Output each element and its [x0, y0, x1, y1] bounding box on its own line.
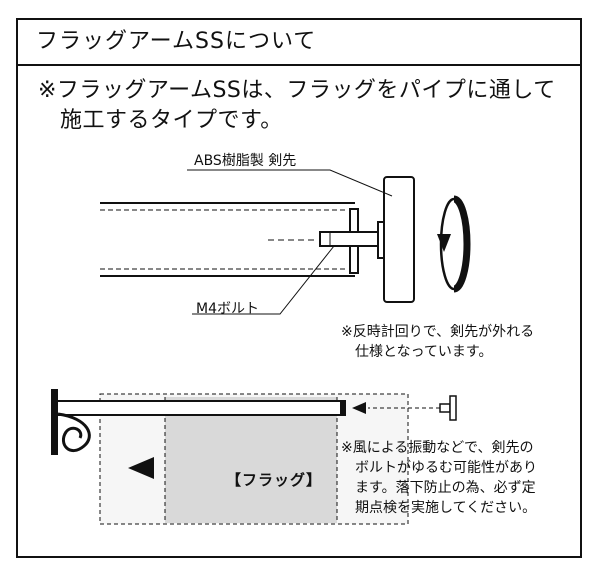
arm-end-cap [340, 401, 346, 415]
pipe-detail [100, 169, 415, 315]
wind-note-line-2: ボルトがゆるむ可能性があり [355, 460, 537, 476]
lead-line-1: ※フラッグアームSSは、フラッグをパイプに通して [38, 78, 556, 103]
flag-panel [165, 397, 337, 523]
flag-label: 【フラッグ】 [226, 471, 323, 489]
abs-tip-label: ABS樹脂製 剣先 [194, 153, 297, 169]
title-divider [18, 64, 580, 66]
insert-arrow-icon [352, 402, 366, 414]
tip-small-icon [449, 395, 457, 421]
direction-triangle-icon [128, 457, 154, 479]
rotation-note-line-2: 仕様となっています。 [355, 344, 493, 360]
flag-assembly [51, 389, 457, 525]
lead-text: ※フラッグアームSSは、フラッグをパイプに通して 施工するタイプです。 [38, 76, 578, 136]
wall-mount-plate [51, 389, 58, 455]
lead-line-2: 施工するタイプです。 [60, 108, 283, 133]
rotation-note: ※反時計回りで、剣先が外れる 仕様となっています。 [341, 322, 534, 362]
rotation-note-line-1: ※反時計回りで、剣先が外れる [341, 324, 535, 340]
wind-note: ※風による振動などで、剣先の ボルトがゆるむ可能性があり ます。落下防止の為、必… [341, 438, 537, 518]
panel-title: フラッグアームSSについて [36, 29, 317, 54]
arm-pipe [56, 400, 346, 416]
bracket-scroll [57, 412, 91, 453]
bolt-shaft [319, 231, 383, 247]
m4-bolt-label: M4ボルト [196, 301, 259, 317]
m4-bolt-leader [192, 245, 335, 315]
rotation-arrow-icon [437, 195, 471, 293]
wind-note-line-3: ます。落下防止の為、必ず定 [355, 480, 536, 496]
info-panel: フラッグアームSSについて ※フラッグアームSSは、フラッグをパイプに通して 施… [16, 18, 582, 558]
abs-tip-leader [187, 169, 393, 197]
wind-note-line-1: ※風による振動などで、剣先の [341, 440, 534, 456]
wind-note-line-4: 期点検を実施してください。 [355, 500, 537, 516]
abs-tip-cap [383, 176, 415, 303]
